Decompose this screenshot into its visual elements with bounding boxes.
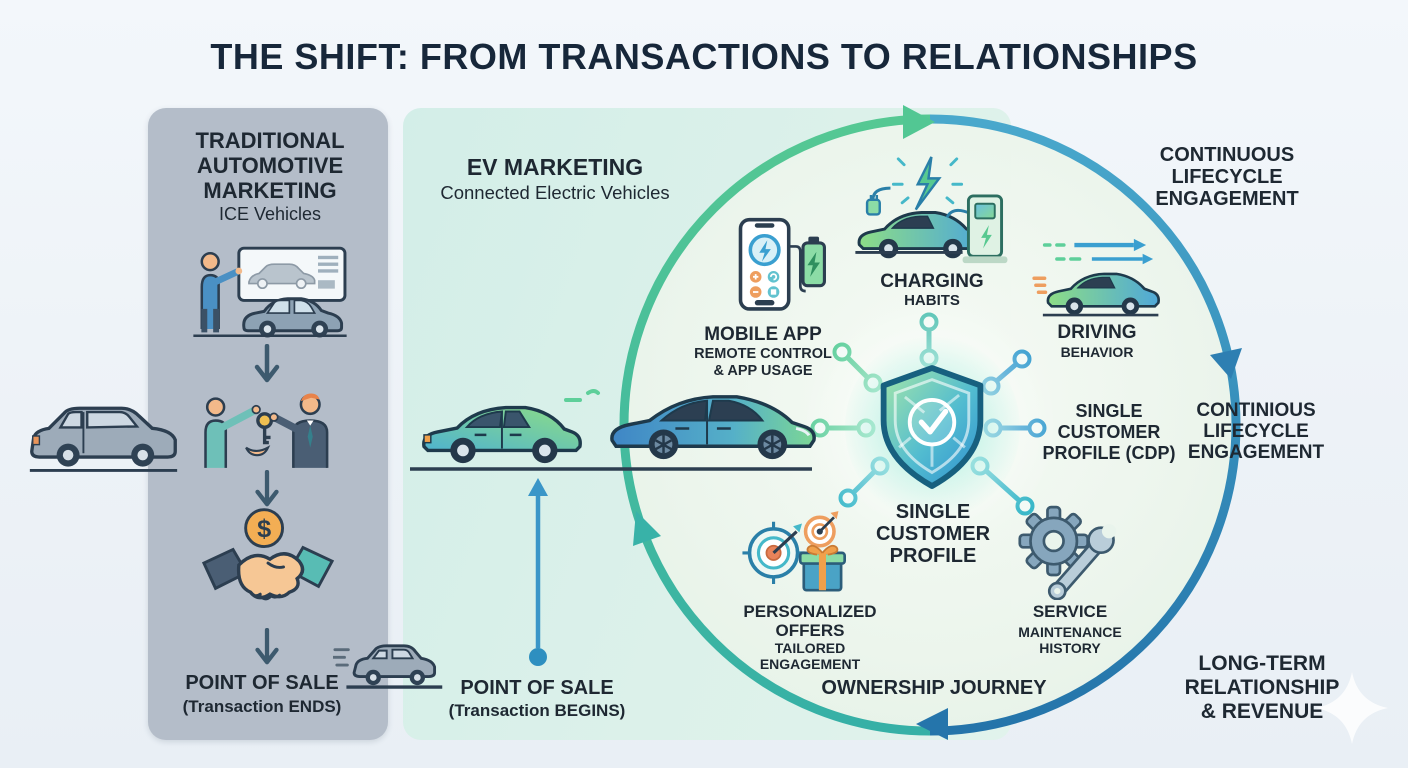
lightning-bolt-icon bbox=[914, 156, 942, 211]
personalized-offers-icon bbox=[742, 511, 846, 592]
departing-car-icon bbox=[333, 644, 443, 689]
driving-car-icon bbox=[1032, 238, 1160, 317]
annotation-continuous-engagement-top: CONTINUOUS LIFECYCLE ENGAGEMENT bbox=[1155, 144, 1299, 210]
cdp-label: SINGLE CUSTOMER PROFILE (CDP) bbox=[1042, 401, 1176, 463]
battery-icon bbox=[788, 236, 826, 293]
salesperson-presentation-icon bbox=[193, 246, 347, 338]
shield-check-icon bbox=[880, 365, 984, 489]
pos-ends-subtitle: (Transaction ENDS) bbox=[182, 697, 342, 716]
wrench-gear-icon bbox=[1018, 505, 1117, 600]
page-title: THE SHIFT: FROM TRANSACTIONS TO RELATION… bbox=[210, 36, 1198, 77]
pos-ends-title: POINT OF SALE bbox=[185, 672, 339, 694]
mobile-app-subtitle: REMOTE CONTROL & APP USAGE bbox=[694, 346, 832, 379]
traditional-heading: TRADITIONAL AUTOMOTIVE MARKETING bbox=[195, 128, 345, 203]
ev-subheading: Connected Electric Vehicles bbox=[440, 182, 670, 203]
single-customer-profile-label: SINGLE CUSTOMER PROFILE bbox=[875, 501, 991, 567]
charging-title: CHARGING bbox=[880, 271, 984, 292]
annotation-long-term-relationship: LONG-TERM RELATIONSHIP & REVENUE bbox=[1184, 652, 1340, 723]
charging-plug-icon bbox=[865, 198, 881, 216]
ev-car-icon bbox=[422, 405, 582, 464]
down-arrow-icon bbox=[255, 628, 279, 665]
personalized-subtitle: TAILORED ENGAGEMENT bbox=[759, 640, 861, 672]
annotation-continuous-engagement-right: CONTINIOUS LIFECYCLE ENGAGEMENT bbox=[1187, 400, 1325, 463]
down-arrow-icon bbox=[254, 344, 280, 383]
target-icon bbox=[803, 511, 839, 548]
dollar-coin-icon bbox=[244, 508, 285, 549]
down-arrow-icon bbox=[255, 470, 279, 507]
speed-arrows-icon bbox=[1032, 238, 1154, 294]
target-icon bbox=[742, 521, 805, 584]
ownership-journey-label: OWNERSHIP JOURNEY bbox=[821, 677, 1047, 699]
ice-car-icon bbox=[29, 406, 178, 472]
traditional-subheading: ICE Vehicles bbox=[218, 204, 322, 224]
driving-title: DRIVING bbox=[1057, 322, 1137, 343]
mobile-app-phone-icon bbox=[738, 217, 826, 311]
key-handover-icon bbox=[204, 393, 329, 468]
mobile-app-title: MOBILE APP bbox=[704, 324, 822, 345]
handshake-deal-icon: $ bbox=[201, 508, 335, 601]
cycle-arrowhead-right-icon bbox=[1210, 348, 1242, 379]
pos-begins-subtitle: (Transaction BEGINS) bbox=[448, 701, 626, 720]
service-title: SERVICE bbox=[1032, 602, 1108, 621]
charging-station-icon bbox=[855, 156, 1008, 264]
charging-subtitle: HABITS bbox=[904, 292, 960, 309]
gift-icon bbox=[798, 544, 846, 592]
pos-begins-title: POINT OF SALE bbox=[460, 677, 614, 699]
ev-heading: EV MARKETING bbox=[466, 154, 644, 180]
coin-symbol: $ bbox=[257, 515, 271, 543]
service-subtitle: MAINTENANCE HISTORY bbox=[1018, 624, 1122, 656]
ev-car-tesla-icon bbox=[610, 395, 816, 460]
driving-subtitle: BEHAVIOR bbox=[1060, 344, 1134, 360]
personalized-title: PERSONALIZED OFFERS bbox=[743, 602, 877, 640]
